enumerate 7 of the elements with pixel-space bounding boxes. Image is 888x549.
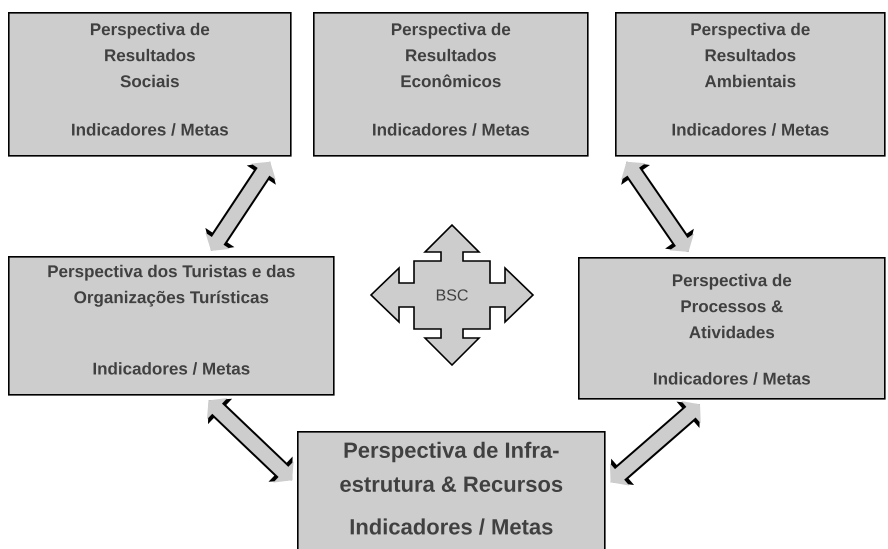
perspective-box: Perspectiva dos Turistas e das Organizações Turísticas Indicadores / Metas (8, 256, 335, 396)
perspective-box: Perspectiva de Resultados Sociais Indicadores / Metas (8, 12, 292, 157)
perspective-box: Perspectiva de Processos & Atividades Indicadores / Metas (578, 257, 886, 400)
perspective-box: Perspectiva de Resultados Ambientais Indicadores / Metas (615, 12, 886, 157)
perspective-box: Perspectiva de Resultados Econômicos Indicadores / Metas (313, 12, 589, 157)
perspective-box: Perspectiva de Infra-estrutura & Recursos Indicadores / Metas (297, 431, 606, 549)
double-arrow (621, 162, 694, 252)
